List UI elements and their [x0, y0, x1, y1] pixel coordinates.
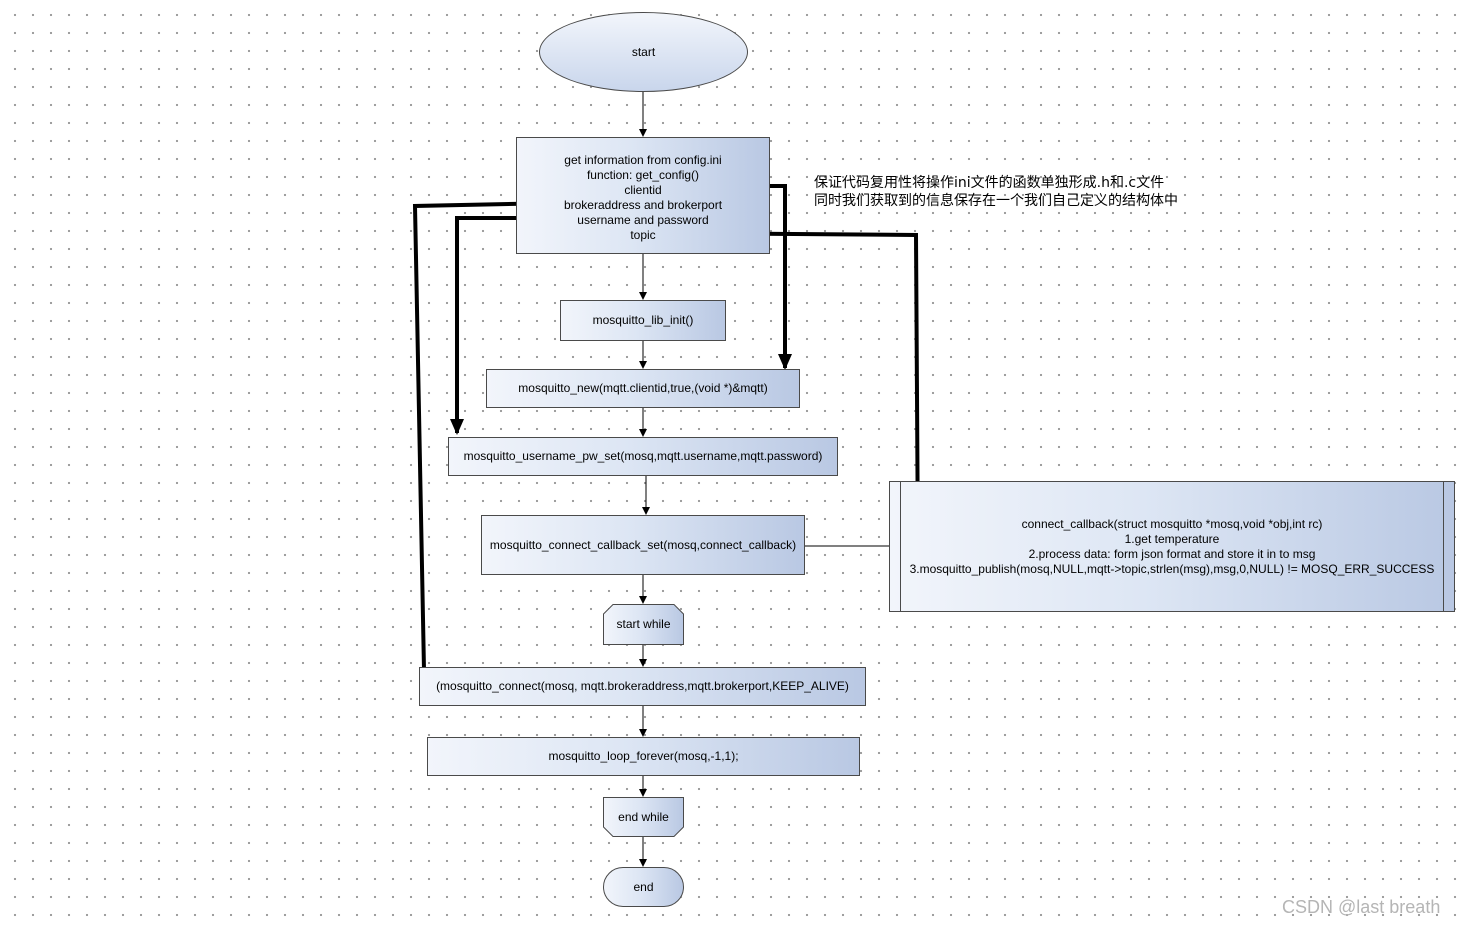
callback-line-3: 2.process data: form json format and sto…	[1028, 546, 1316, 561]
start-while-node: start while	[603, 604, 684, 645]
start-while-shape	[603, 604, 684, 645]
mosquitto-connect-label: (mosquitto_connect(mosq, mqtt.brokeraddr…	[436, 679, 849, 693]
end-while-node: end while	[603, 797, 684, 837]
callback-line-2: 1.get temperature	[1124, 531, 1220, 546]
start-label: start	[631, 44, 656, 59]
callback-line-1: connect_callback(struct mosquitto *mosq,…	[1021, 516, 1323, 531]
loop-forever-node: mosquitto_loop_forever(mosq,-1,1);	[427, 737, 860, 776]
callback-right-bar	[1443, 482, 1444, 611]
start-while-label: start while	[616, 617, 671, 631]
annotation-line-2: 同时我们获取到的信息保存在一个我们自己定义的结构体中	[814, 193, 1178, 209]
get-config-line-5: username and password	[577, 213, 709, 227]
thick-line-brokeraddress	[412, 201, 559, 671]
connect-callback-set-node: mosquitto_connect_callback_set(mosq,conn…	[481, 515, 805, 575]
watermark: CSDN @last breath	[1282, 897, 1441, 917]
connect-callback-node: connect_callback(struct mosquitto *mosq,…	[889, 481, 1455, 612]
connect-callback-set-label: mosquitto_connect_callback_set(mosq,conn…	[489, 537, 797, 552]
start-node: start	[539, 12, 748, 92]
lib-init-node: mosquitto_lib_init()	[560, 300, 726, 341]
end-while-text-wrap: end while	[603, 797, 684, 837]
mosquitto-new-label: mosquitto_new(mqtt.clientid,true,(void *…	[518, 381, 768, 395]
mosquitto-new-node: mosquitto_new(mqtt.clientid,true,(void *…	[486, 369, 800, 408]
callback-left-bar	[900, 482, 901, 611]
username-pw-set-node: mosquitto_username_pw_set(mosq,mqtt.user…	[448, 437, 838, 476]
callback-line-4: 3.mosquitto_publish(mosq,NULL,mqtt->topi…	[909, 561, 1435, 576]
loop-forever-label: mosquitto_loop_forever(mosq,-1,1);	[548, 749, 739, 763]
get-config-line-4: brokeraddress and brokerport	[563, 198, 723, 212]
mosquitto-connect-node: (mosquitto_connect(mosq, mqtt.brokeraddr…	[419, 667, 866, 706]
end-label: end	[633, 879, 654, 894]
end-while-label: end while	[618, 809, 669, 824]
lib-init-label: mosquitto_lib_init()	[592, 313, 694, 327]
get-config-line-1: get information from config.ini	[564, 153, 722, 167]
get-config-line-6: topic	[630, 228, 656, 242]
get-config-node: get information from config.ini function…	[516, 137, 770, 254]
annotation-text: 保证代码复用性将操作ini文件的函数单独形成.h和.c文件 同时我们获取到的信息…	[814, 174, 1178, 210]
get-config-line-3: clientid	[624, 183, 662, 197]
username-pw-set-label: mosquitto_username_pw_set(mosq,mqtt.user…	[463, 449, 823, 463]
end-node: end	[603, 867, 684, 907]
annotation-line-1: 保证代码复用性将操作ini文件的函数单独形成.h和.c文件	[814, 175, 1165, 191]
end-while-shape	[603, 797, 684, 837]
start-while-text-wrap: start while	[603, 604, 684, 645]
get-config-line-2: function: get_config()	[586, 168, 700, 182]
